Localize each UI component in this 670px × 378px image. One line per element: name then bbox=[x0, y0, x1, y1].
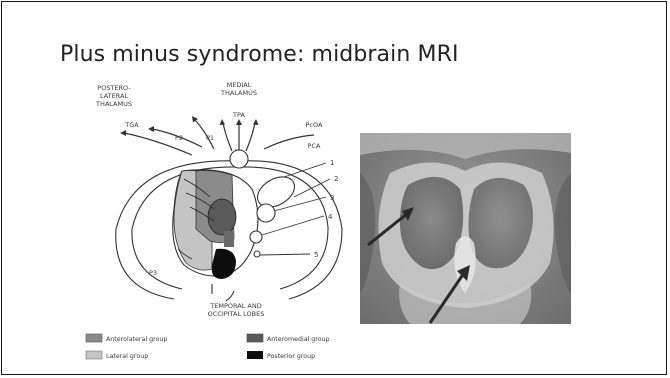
posterior-group-region bbox=[212, 249, 236, 279]
label-postero-lateral-thalamus-1: POSTERO- bbox=[97, 84, 131, 92]
label-medial-thalamus-2: THALAMUS bbox=[220, 89, 257, 97]
slide-title: Plus minus syndrome: midbrain MRI bbox=[60, 42, 459, 67]
arrowhead-tga-2 bbox=[120, 130, 126, 136]
label-pca: PCA bbox=[308, 142, 321, 150]
label-medial-thalamus-1: MEDIAL bbox=[227, 81, 252, 89]
right-structure-4 bbox=[250, 231, 262, 243]
label-tga: TGA bbox=[124, 121, 139, 129]
label-postero-lateral-thalamus-2: LATERAL bbox=[100, 92, 128, 100]
anteromedial-group-region bbox=[208, 199, 236, 235]
pointer-5 bbox=[260, 254, 310, 255]
arrow-tpa-right bbox=[246, 123, 255, 151]
midbrain-vascular-diagram: POSTERO- LATERAL THALAMUS MEDIAL THALAMU… bbox=[74, 79, 354, 364]
label-temporal-occipital-2: OCCIPITAL LOBES bbox=[208, 310, 265, 318]
label-num-4: 4 bbox=[328, 213, 333, 221]
legend-swatch-lateral bbox=[86, 351, 102, 359]
label-temporal-occipital-1: TEMPORAL AND bbox=[209, 302, 261, 310]
legend-label-anterolateral: Anterolateral group bbox=[106, 336, 167, 343]
label-num-2: 2 bbox=[334, 175, 338, 183]
legend-label-lateral: Lateral group bbox=[106, 353, 148, 360]
legend-swatch-posterior bbox=[247, 351, 263, 359]
label-num-3: 3 bbox=[330, 194, 334, 202]
label-tpa: TPA bbox=[232, 111, 245, 119]
legend-swatch-anterolateral bbox=[86, 334, 102, 342]
label-pcoa: PcOA bbox=[306, 121, 323, 129]
mri-scan-image bbox=[360, 133, 571, 324]
legend-label-anteromedial: Anteromedial group bbox=[267, 336, 330, 343]
arrowhead-tpa-center bbox=[236, 119, 242, 125]
legend-label-posterior: Posterior group bbox=[267, 353, 315, 360]
basilar-artery-circle bbox=[230, 150, 248, 168]
arrow-bottom-stem bbox=[226, 291, 234, 301]
legend: Anterolateral group Anteromedial group L… bbox=[86, 334, 330, 360]
label-postero-lateral-thalamus-3: THALAMUS bbox=[95, 100, 132, 108]
pointer-1 bbox=[284, 163, 326, 177]
right-structure-5 bbox=[254, 251, 260, 257]
label-p3: P3 bbox=[149, 269, 157, 277]
anteromedial-small-region bbox=[224, 231, 234, 247]
legend-swatch-anteromedial bbox=[247, 334, 263, 342]
mri-left-peduncle bbox=[400, 177, 463, 269]
arrowhead-tpa-left bbox=[220, 119, 226, 125]
arrowhead-tga-1 bbox=[148, 126, 154, 132]
arrow-tpa-left bbox=[223, 123, 232, 151]
label-num-1: 1 bbox=[330, 159, 334, 167]
arrowhead-tpa-right bbox=[253, 119, 259, 125]
label-num-5: 5 bbox=[314, 251, 318, 259]
right-structure-3 bbox=[257, 204, 275, 222]
arrow-pcoa bbox=[264, 135, 314, 149]
